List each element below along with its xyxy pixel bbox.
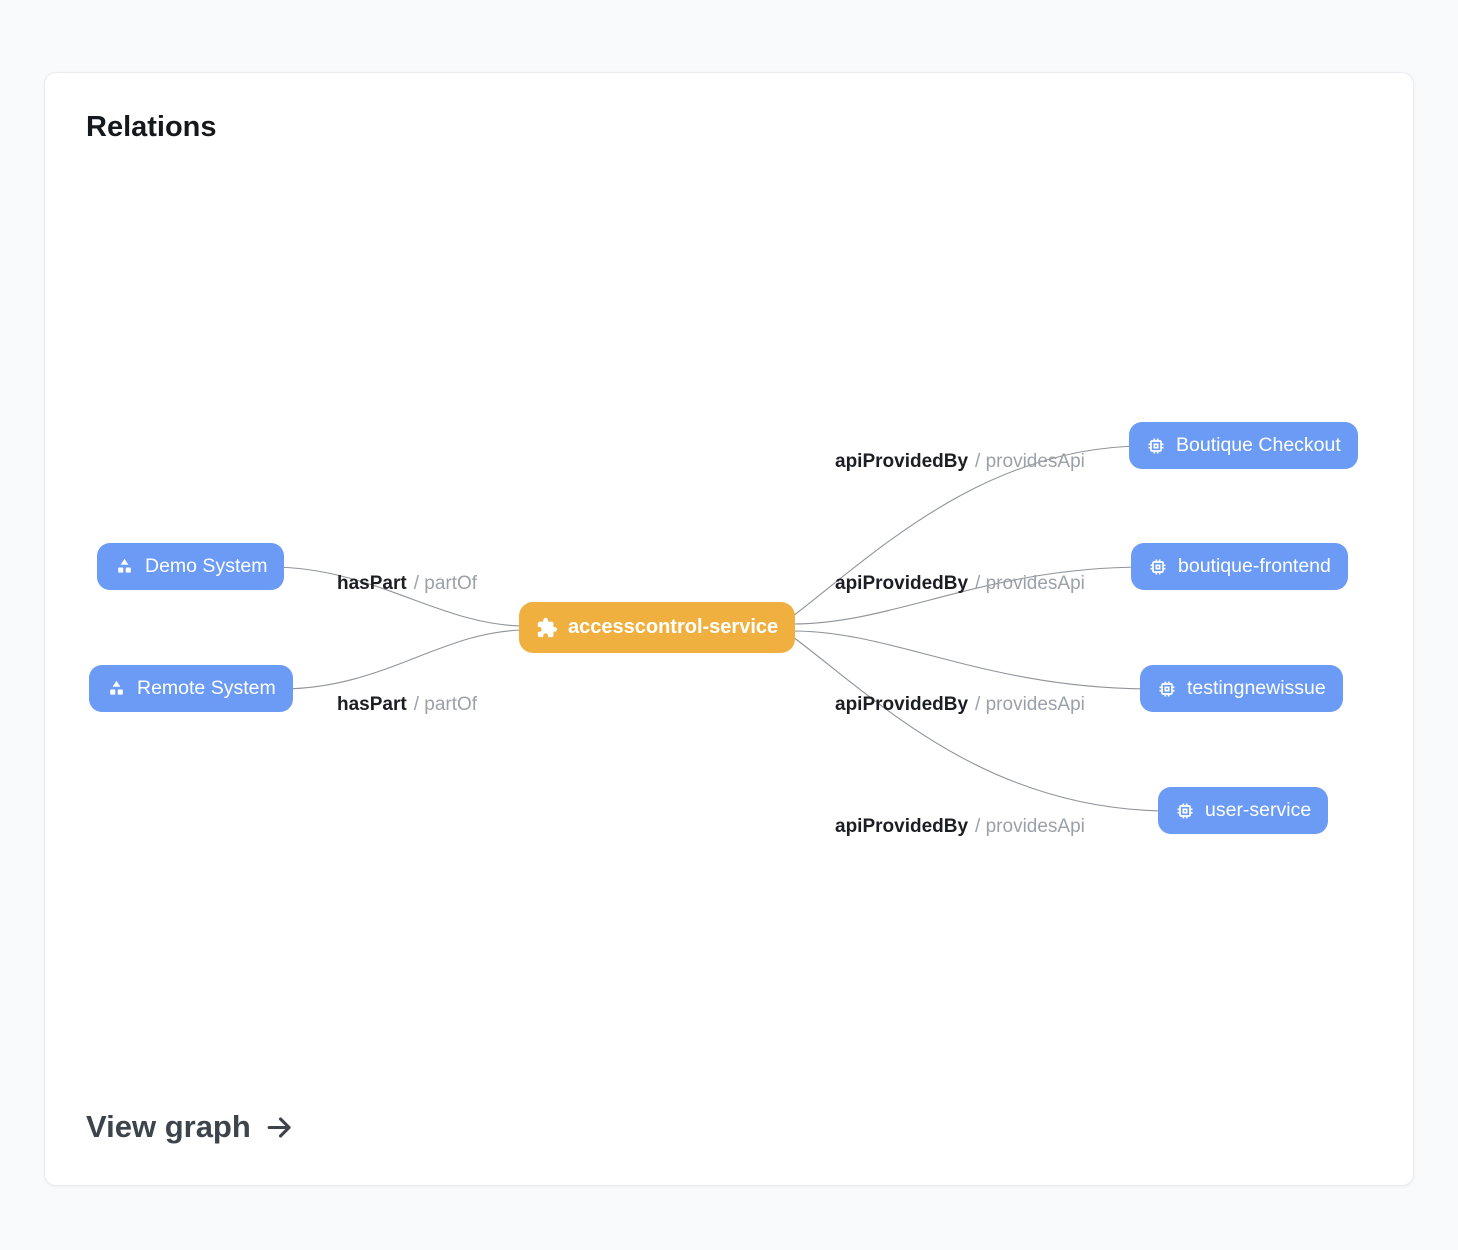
node-accesscontrol-service[interactable]: accesscontrol-service [519, 602, 796, 653]
node-boutique-frontend[interactable]: boutique-frontend [1131, 543, 1348, 590]
inverse-relation-label: / providesApi [975, 694, 1085, 715]
system-icon [114, 556, 135, 577]
arrow-right-icon [264, 1112, 295, 1143]
relations-card: Relations Demo System [44, 72, 1414, 1186]
relation-label: apiProvidedBy [835, 694, 969, 715]
edge-label-apiprovidedby-testingnewissue: apiProvidedBy / providesApi [835, 694, 1085, 716]
edge-boutique-frontend [792, 566, 1146, 625]
node-label: Demo System [145, 555, 268, 577]
puzzle-icon [536, 617, 558, 639]
inverse-relation-label: / providesApi [975, 451, 1085, 472]
node-remote-system[interactable]: Remote System [89, 665, 293, 712]
node-label: Remote System [137, 677, 276, 699]
relations-graph: Demo System Remote System accesscontrol-… [45, 73, 1413, 1185]
edge-lines [269, 445, 1171, 812]
card-title: Relations [86, 111, 217, 143]
inverse-relation-label: / partOf [413, 573, 478, 594]
api-icon [1175, 801, 1195, 821]
edge-label-haspart-remote: hasPart / partOf [337, 694, 477, 716]
api-icon [1157, 679, 1177, 699]
node-boutique-checkout[interactable]: Boutique Checkout [1129, 422, 1358, 469]
relation-label: apiProvidedBy [835, 573, 969, 594]
relation-label: hasPart [337, 694, 407, 715]
edge-testingnewissue [792, 630, 1154, 690]
node-label: Boutique Checkout [1176, 434, 1341, 456]
system-icon [106, 678, 127, 699]
inverse-relation-label: / partOf [413, 694, 478, 715]
node-user-service[interactable]: user-service [1158, 787, 1329, 834]
inverse-relation-label: / providesApi [975, 573, 1085, 594]
node-testingnewissue[interactable]: testingnewissue [1140, 665, 1343, 712]
edge-label-haspart-demo: hasPart / partOf [337, 573, 477, 595]
node-label: user-service [1205, 799, 1312, 821]
edge-user-service [792, 636, 1171, 812]
inverse-relation-label: / providesApi [975, 816, 1085, 837]
view-graph-label: View graph [86, 1109, 251, 1144]
node-label: accesscontrol-service [568, 616, 779, 638]
api-icon [1146, 436, 1166, 456]
edge-demo-system [269, 566, 526, 627]
node-label: boutique-frontend [1178, 555, 1331, 577]
edge-label-apiprovidedby-boutique-frontend: apiProvidedBy / providesApi [835, 573, 1085, 595]
edge-label-apiprovidedby-boutique-checkout: apiProvidedBy / providesApi [835, 451, 1085, 473]
edge-remote-system [279, 629, 526, 690]
node-label: testingnewissue [1187, 677, 1326, 699]
relation-label: hasPart [337, 573, 407, 594]
relation-label: apiProvidedBy [835, 816, 969, 837]
edge-boutique-checkout [792, 445, 1146, 617]
api-icon [1148, 557, 1168, 577]
relation-label: apiProvidedBy [835, 451, 969, 472]
view-graph-link[interactable]: View graph [86, 1109, 295, 1145]
edge-label-apiprovidedby-user-service: apiProvidedBy / providesApi [835, 816, 1085, 838]
node-demo-system[interactable]: Demo System [97, 543, 285, 590]
